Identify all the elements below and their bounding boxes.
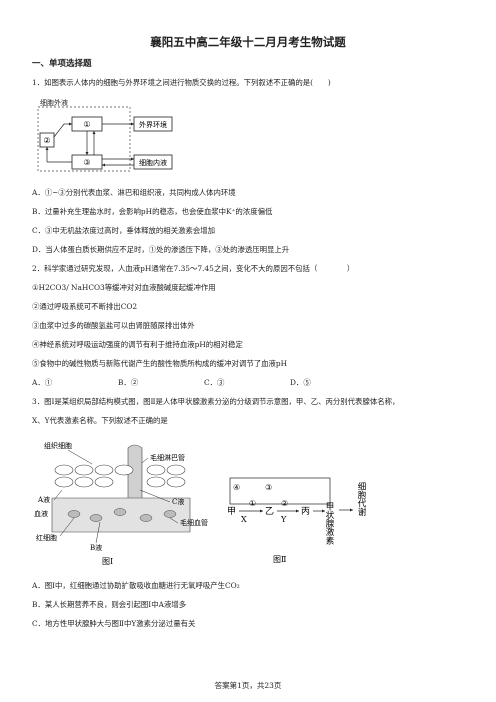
q2-item-5: ⑤食物中的碱性物质与新陈代谢产生的酸性物质所构成的缓冲对调节了血液pH — [32, 359, 288, 368]
blood-capillary-label: 毛细血管 — [180, 518, 208, 527]
figure-2: ④ ③ ① ② 甲 X 乙 Y 丙 甲状腺激素 细胞代谢 图Ⅱ — [227, 477, 366, 564]
q3-stem-line2: X、Y代表激素名称。下列叙述不正确的是 — [32, 416, 168, 425]
hormone-y: Y — [280, 515, 287, 524]
q1-stem: 1．如图表示人体内的细胞与外界环境之间进行物质交换的过程。下列叙述不正确的是( … — [32, 78, 331, 87]
tissue-cell-label: 组织细胞 — [44, 441, 72, 450]
gland-jia: 甲 — [227, 506, 236, 517]
figure-1-caption: 图Ⅰ — [102, 557, 113, 566]
path-4-label: ④ — [233, 483, 240, 492]
fluid-c-label: C液 — [172, 497, 184, 506]
q2-item-3: ③血浆中过多的碳酸氢盐可以由肾脏随尿排出体外 — [32, 321, 195, 330]
path-2-label: ② — [281, 499, 288, 508]
page-footer: 答案第1页，共23页 — [214, 681, 282, 690]
lymph-capillary — [127, 444, 143, 501]
q1-option-d: D．当人体蛋白质长期供应不足时，①处的渗透压下降，③处的渗透压明显上升 — [32, 245, 290, 254]
page-title: 襄阳五中高二年级十二月月考生物试题 — [150, 35, 346, 49]
rbc-label: 红细胞 — [36, 533, 57, 542]
q3-option-a: A．图Ⅰ中，红细胞通过协助扩散吸收血糖进行无氧呼吸产生CO₂ — [32, 581, 240, 590]
extracellular-fluid-box — [37, 106, 131, 172]
q3-stem-line1: 3．图Ⅰ是某组织局部结构模式图，图Ⅱ是人体甲状腺激素分泌的分级调节示意图，甲、乙… — [32, 397, 400, 406]
node-2-label: ② — [43, 136, 50, 145]
section-heading: 一、单项选择题 — [32, 59, 92, 69]
cell-metabolism-label: 细胞代谢 — [356, 481, 366, 516]
q2-option-a: A．① — [32, 378, 53, 387]
q1-option-a: A．①~③分别代表血浆、淋巴和组织液，共同构成人体内环境 — [32, 188, 236, 197]
hormone-x: X — [241, 515, 247, 524]
node-3-label: ③ — [83, 158, 90, 167]
figure-1: 组织细胞 毛细淋巴管 A液 血液 C液 毛细血管 红细胞 B液 图Ⅰ — [34, 441, 208, 566]
q2-item-4: ④神经系统对呼吸运动强度的调节有利于维持血液pH的相对稳定 — [32, 340, 243, 349]
q3-option-c: C．地方性甲状腺肿大与图Ⅱ中Y激素分泌过量有关 — [32, 619, 196, 628]
extracellular-label: 细胞外液 — [40, 98, 68, 107]
q3-option-b: B．某人长期营养不良，则会引起图Ⅰ中A液增多 — [32, 600, 187, 609]
path-1-label: ① — [249, 499, 256, 508]
outside-env-label: 外界环境 — [139, 120, 167, 129]
node-1-label: ① — [83, 120, 90, 129]
q2-option-d: D．⑤ — [290, 378, 311, 387]
q1-option-b: B．过量补充生理盐水时，会影响pH的稳态，也会使血浆中K⁺的浓度偏低 — [32, 207, 273, 216]
figure-2-caption: 图Ⅱ — [273, 555, 286, 564]
thyroid-hormone-label: 甲状腺激素 — [324, 502, 334, 545]
q2-option-b: B．② — [118, 378, 139, 387]
q2-stem: 2．科学家通过研究发现，人血液pH通常在7.35～7.45之间，变化不大的原因不… — [32, 264, 355, 273]
path-3-label: ③ — [265, 483, 272, 492]
blood-label: 血液 — [34, 509, 48, 518]
lymph-capillary-label: 毛细淋巴管 — [150, 453, 185, 462]
feedback-loop-box — [229, 477, 331, 505]
intracellular-box — [133, 154, 173, 170]
intracellular-label: 细胞内液 — [139, 158, 167, 167]
fluid-a-label: A液 — [37, 495, 50, 504]
q1-option-c: C．③中无机盐浓度过高时，垂体释放的相关激素会增加 — [32, 226, 216, 235]
gland-yi: 乙 — [265, 506, 274, 517]
fluid-b-label: B液 — [90, 543, 102, 552]
q1-diagram: 细胞外液 ② ① ③ 外界环境 细胞内液 — [37, 98, 173, 172]
q2-option-c: C．③ — [204, 378, 225, 387]
gland-bing: 丙 — [301, 506, 310, 517]
q2-item-1: ①H2CO3/ NaHCO3等缓冲对对血液酸碱度起缓冲作用 — [32, 283, 216, 292]
q2-item-2: ②通过呼吸系统可不断排出CO2 — [32, 302, 138, 311]
